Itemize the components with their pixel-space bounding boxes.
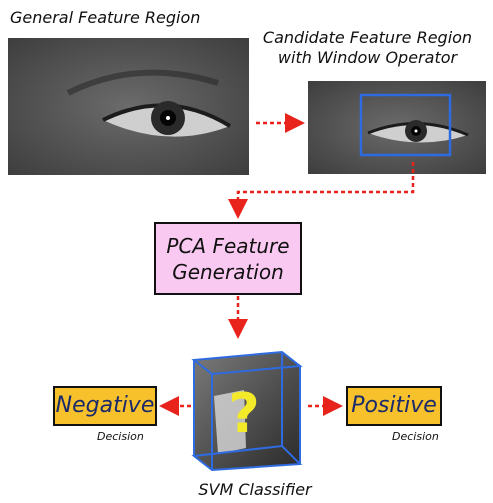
pca-label-line2: Generation bbox=[172, 259, 284, 284]
svm-cube-icon: ? bbox=[184, 346, 308, 478]
pca-feature-generation-box: PCA Feature Generation bbox=[154, 222, 302, 295]
negative-decision-label: Decision bbox=[97, 430, 144, 443]
pca-label-line1: PCA Feature bbox=[166, 233, 290, 258]
question-mark: ? bbox=[228, 382, 259, 445]
eye-region-image bbox=[8, 38, 249, 175]
positive-box: Positive bbox=[346, 386, 442, 426]
arrow-to-pca bbox=[228, 162, 415, 219]
candidate-feature-region-label: Candidate Feature Region with Window Ope… bbox=[262, 28, 473, 67]
candidate-region-image bbox=[308, 81, 486, 174]
negative-box: Negative bbox=[53, 386, 157, 426]
svm-classifier-label: SVM Classifier bbox=[198, 480, 312, 499]
window-operator-box bbox=[359, 93, 452, 157]
positive-decision-label: Decision bbox=[392, 430, 439, 443]
general-feature-region-label: General Feature Region bbox=[10, 8, 201, 27]
